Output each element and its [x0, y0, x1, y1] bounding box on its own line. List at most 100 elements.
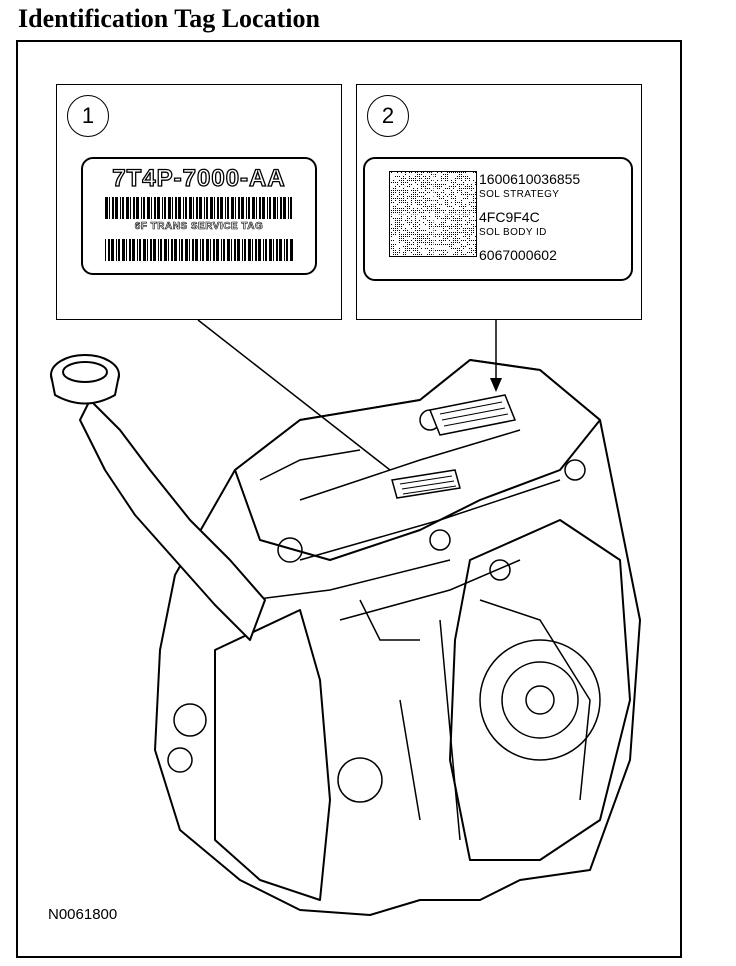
barcode-bar — [241, 197, 244, 219]
barcode-bar — [178, 197, 181, 219]
barcode-bar — [263, 239, 264, 261]
barcode-bar — [105, 197, 108, 219]
barcode-bar — [231, 239, 232, 261]
barcode-bar — [132, 239, 135, 261]
callout-2: 2 1600610036855 SOL STRATEGY 4FC9F4C SOL… — [356, 84, 642, 320]
barcode-bar — [206, 239, 209, 261]
barcode-bar — [105, 239, 106, 261]
tag-caption: 6F TRANS SERVICE TAG — [134, 221, 264, 233]
barcode-bar — [276, 239, 278, 261]
barcode-bar — [269, 239, 272, 261]
sol-body-id-label: SOL BODY ID — [479, 227, 547, 238]
barcode-bar — [262, 197, 265, 219]
barcode-bar — [112, 197, 114, 219]
barcode-bar — [196, 197, 198, 219]
barcode-bar — [259, 197, 261, 219]
callout-number: 1 — [67, 95, 109, 137]
barcode-bar — [252, 239, 253, 261]
barcode-bar — [221, 239, 222, 261]
barcode-bar — [225, 197, 226, 219]
barcode-bar — [126, 239, 127, 261]
barcode-bar — [244, 239, 246, 261]
barcode-bar — [273, 197, 276, 219]
tag-part-number: 7T4P-7000-AA — [112, 164, 286, 192]
barcode-bar — [214, 197, 215, 219]
barcode-bar — [235, 197, 236, 219]
barcode-bar — [284, 239, 285, 261]
barcode-bar — [133, 197, 135, 219]
barcode-bar — [164, 239, 167, 261]
page-title: Identification Tag Location — [18, 4, 320, 33]
barcode-bar — [108, 239, 110, 261]
barcode-bar — [143, 197, 145, 219]
barcode-bar — [111, 239, 114, 261]
barcode-bar — [195, 239, 198, 261]
barcode-bar — [158, 239, 159, 261]
barcode-bar — [290, 197, 292, 219]
barcode-bar — [171, 239, 173, 261]
sol-strategy-label: SOL STRATEGY — [479, 189, 560, 200]
barcode-bar — [139, 239, 141, 261]
barcode-bar — [153, 239, 156, 261]
barcode-bar — [115, 197, 118, 219]
barcode-bar — [252, 197, 255, 219]
barcode-bar — [237, 239, 240, 261]
barcode-bar — [290, 239, 293, 261]
barcode-icon — [105, 197, 292, 219]
barcode-bar — [210, 239, 211, 261]
barcode-bar — [242, 239, 243, 261]
barcode-bar — [122, 197, 124, 219]
barcode-bar — [206, 197, 208, 219]
barcode-bar — [147, 197, 150, 219]
barcode-bar — [234, 239, 236, 261]
barcode-bar — [120, 197, 121, 219]
service-tag: 7T4P-7000-AA 6F TRANS SERVICE TAG — [81, 157, 317, 275]
barcode-bar — [183, 197, 184, 219]
barcode-bar — [129, 239, 131, 261]
barcode-bar — [162, 197, 163, 219]
barcode-bar — [267, 197, 268, 219]
barcode-bar — [193, 197, 194, 219]
barcode-bar — [256, 197, 257, 219]
barcode-bar — [116, 239, 117, 261]
barcode-bar — [179, 239, 180, 261]
barcode-bar — [175, 197, 177, 219]
barcode-bar — [273, 239, 274, 261]
figure-id: N0061800 — [48, 906, 118, 923]
barcode-bar — [137, 239, 138, 261]
barcode-bar — [248, 239, 251, 261]
barcode-bar — [143, 239, 146, 261]
barcode-bar — [172, 197, 173, 219]
barcode-bar — [255, 239, 257, 261]
pointer-arrow-icon — [490, 378, 502, 392]
solenoid-tag: 1600610036855 SOL STRATEGY 4FC9F4C SOL B… — [363, 157, 633, 281]
barcode-bar — [288, 197, 289, 219]
barcode-bar — [181, 239, 183, 261]
stippled-label-icon — [389, 171, 477, 257]
barcode-bar — [147, 239, 148, 261]
barcode-bar — [150, 239, 152, 261]
barcode-bar — [174, 239, 177, 261]
barcode-bar — [192, 239, 194, 261]
barcode-bar — [189, 239, 190, 261]
barcode-bar — [280, 197, 282, 219]
barcode-bar — [164, 197, 166, 219]
barcode-bar — [160, 239, 162, 261]
barcode-bar — [185, 197, 187, 219]
callout-1: 1 7T4P-7000-AA 6F TRANS SERVICE TAG — [56, 84, 342, 320]
barcode-bar — [277, 197, 278, 219]
barcode-bar — [238, 197, 240, 219]
barcode-bar — [210, 197, 213, 219]
barcode-bar — [231, 197, 234, 219]
barcode-bar — [213, 239, 215, 261]
barcode-bar — [157, 197, 160, 219]
barcode-bar — [279, 239, 282, 261]
barcode-bar — [122, 239, 125, 261]
barcode-bar — [151, 197, 152, 219]
barcode-bar — [130, 197, 131, 219]
barcode-bar — [118, 239, 120, 261]
barcode-bar — [200, 239, 201, 261]
barcode-bar — [217, 197, 219, 219]
barcode-bar — [227, 239, 230, 261]
